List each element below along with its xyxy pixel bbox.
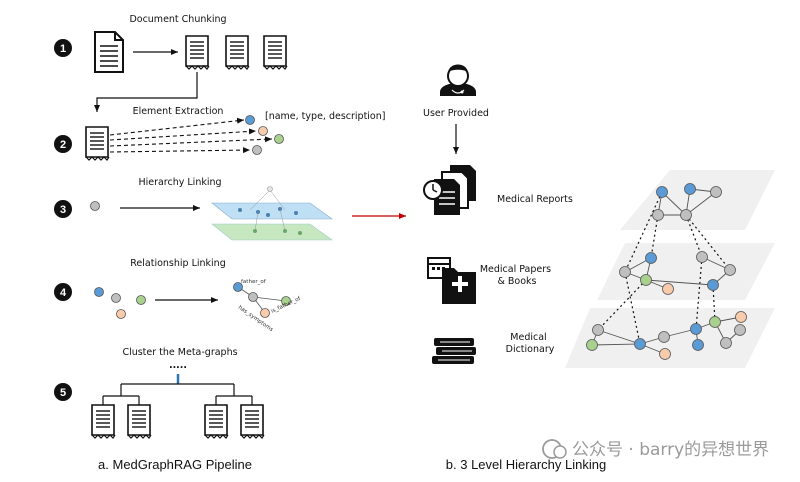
watermark: 公众号 · barry的异想世界 — [542, 439, 769, 460]
step-1: 1 Document Chunking — [54, 14, 288, 112]
step-label: Cluster the Meta-graphs — [122, 347, 237, 358]
chunk-icon — [91, 404, 116, 439]
entity-node — [111, 293, 121, 303]
entity-node — [252, 145, 262, 155]
hierarchy-planes-graphic — [211, 186, 333, 241]
ellipsis: ..... — [169, 360, 187, 371]
right-caption: b. 3 Level Hierarchy Linking — [446, 457, 606, 472]
step-number: 1 — [60, 43, 66, 55]
relation-label: father_of — [241, 279, 267, 285]
entity-node — [258, 126, 268, 136]
step-number: 4 — [60, 287, 67, 299]
chunk-icon — [85, 126, 110, 161]
three-level-graph — [565, 170, 775, 368]
relationship-graph: father_of has_symptoms is_father_of — [233, 279, 303, 334]
step-number: 2 — [60, 139, 66, 151]
entity-node — [94, 287, 104, 297]
chunk-icon — [225, 35, 250, 70]
document-icon — [94, 31, 124, 73]
cluster-tree — [102, 374, 253, 405]
source-label: Medical Dictionary — [506, 332, 555, 355]
chunk-icon — [263, 35, 288, 70]
relation-label: has_symptoms — [237, 305, 274, 334]
level-plane-top — [620, 170, 775, 230]
medical-papers-icon — [427, 257, 476, 304]
step-number: 5 — [60, 387, 66, 399]
chunk-icon — [240, 404, 265, 439]
medical-dictionary-icon — [432, 338, 476, 364]
chunk-icon — [185, 35, 210, 70]
entity-node — [136, 295, 146, 305]
step-4: 4 Relationship Linking father_of has_sym… — [54, 258, 303, 333]
level-plane-bottom — [565, 308, 775, 368]
watermark-text: 公众号 · barry的异想世界 — [572, 440, 769, 460]
step-label: Relationship Linking — [130, 258, 225, 269]
source-label: Medical Papers & Books — [480, 264, 554, 287]
entity-node — [90, 201, 100, 211]
step-5: 5 Cluster the Meta-graphs ..... — [54, 347, 265, 439]
step-2: 2 Element Extraction [name, type, descri… — [54, 106, 385, 161]
entity-node — [116, 309, 126, 319]
step-label: Element Extraction — [133, 106, 224, 117]
user-icon — [440, 64, 476, 96]
user-label: User Provided — [423, 108, 489, 119]
entity-node — [274, 134, 284, 144]
entity-node — [245, 115, 255, 125]
source-label: Medical Reports — [497, 194, 573, 205]
step-number: 3 — [60, 204, 66, 216]
medical-reports-icon — [423, 165, 476, 215]
chunk-icon — [127, 404, 152, 439]
level-plane-middle — [597, 243, 775, 300]
step-3: 3 Hierarchy Linking — [54, 177, 333, 241]
step-label: Document Chunking — [129, 14, 226, 25]
element-attributes-note: [name, type, description] — [265, 111, 385, 122]
chunk-icon — [204, 404, 229, 439]
step-label: Hierarchy Linking — [138, 177, 221, 188]
left-caption: a. MedGraphRAG Pipeline — [98, 457, 252, 472]
